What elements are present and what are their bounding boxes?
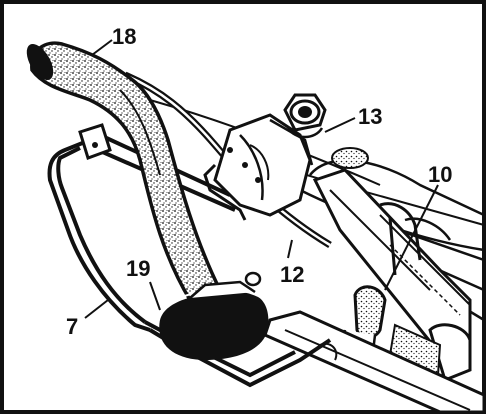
- exhaust-pipe: [26, 41, 223, 303]
- leader-13: [324, 117, 356, 133]
- leader-12: [287, 239, 293, 259]
- cable-12: [123, 71, 332, 249]
- frame-bracket: [78, 123, 112, 160]
- engine-cylinder: [312, 147, 472, 383]
- leader-19: [149, 281, 161, 311]
- callout-12: 12: [280, 262, 304, 287]
- leader-18: [91, 39, 113, 56]
- muffler-end: [159, 271, 269, 360]
- leader-lines: [84, 39, 439, 319]
- callout-7: 7: [66, 314, 78, 339]
- callout-19: 19: [126, 256, 150, 281]
- callout-18: 18: [112, 24, 136, 49]
- carburetor-clamp: [203, 93, 327, 221]
- callout-13: 13: [358, 104, 382, 129]
- leader-7: [84, 299, 109, 319]
- leader-10: [384, 184, 439, 291]
- callout-10: 10: [428, 162, 452, 187]
